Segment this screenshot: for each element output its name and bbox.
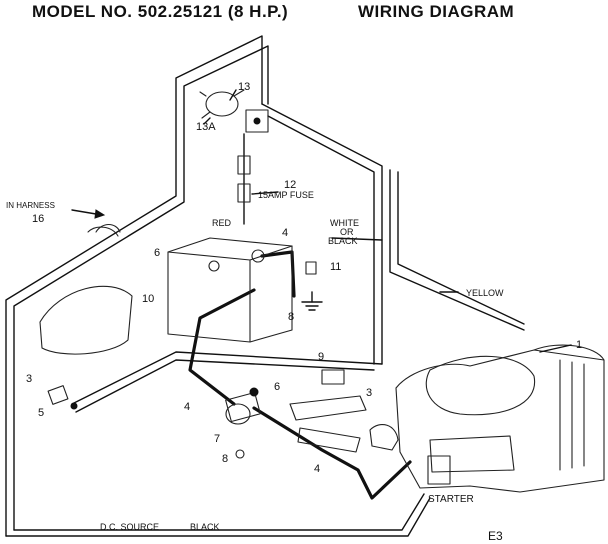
- harness-mid-inner: [75, 359, 375, 413]
- harness-number: 16: [32, 213, 44, 225]
- part-4-bottom-label: 4: [314, 463, 320, 475]
- key-switch: [199, 89, 269, 133]
- harness-wires: [5, 35, 525, 537]
- engine: [395, 344, 605, 493]
- battery: [167, 237, 293, 343]
- part-11-label: 11: [330, 261, 341, 273]
- part-5-label: 5: [38, 407, 44, 419]
- fuse-label: 15AMP FUSE: [258, 190, 314, 200]
- white-label: WHITE: [330, 218, 359, 228]
- part-13a-label: 13A: [196, 121, 216, 133]
- fuse-holder: [237, 133, 251, 225]
- or-label: OR: [340, 227, 354, 237]
- part-3-right-label: 3: [366, 387, 372, 399]
- part-13-label: 13: [238, 81, 250, 93]
- part-1-label: 1: [576, 339, 582, 351]
- harness-bottom-inner: [13, 493, 425, 531]
- harness-inner-left: [13, 45, 269, 531]
- part-6-mid-label: 6: [274, 381, 280, 393]
- seat-sketch: [39, 226, 133, 355]
- part-7-label: 7: [214, 433, 220, 445]
- yellow-wire-label: YELLOW: [466, 288, 504, 298]
- harness-outer-left: [5, 35, 263, 537]
- dc-source-label: D.C. SOURCE: [100, 522, 159, 532]
- seat-switch: [47, 385, 78, 410]
- starter-label: STARTER: [428, 494, 474, 505]
- part-4-top-label: 4: [282, 227, 288, 239]
- yellow-wire-inner: [397, 171, 525, 325]
- bracket-parts: [289, 369, 399, 453]
- white-black-wire-outer: [261, 103, 383, 365]
- harness-arrow: [71, 209, 121, 233]
- part-8-top-label: 8: [288, 311, 294, 323]
- white-black-wire-inner: [267, 115, 375, 365]
- part-6-left-label: 6: [154, 247, 160, 259]
- harness-label: IN HARNESS: [6, 201, 55, 210]
- page-code: E3: [488, 529, 503, 543]
- part-4-mid-label: 4: [184, 401, 190, 413]
- battery-to-solenoid-cable: [188, 288, 256, 406]
- part-9-label: 9: [318, 351, 324, 363]
- model-number-title: MODEL NO. 502.25121 (8 H.P.): [32, 2, 289, 21]
- starter: [427, 455, 451, 485]
- yellow-wire-outer: [389, 169, 525, 331]
- black-source-label: BLACK: [190, 522, 220, 532]
- ground-symbol: [301, 261, 323, 311]
- solenoid-to-starter-cable: [252, 406, 412, 500]
- part-10-label: 10: [142, 293, 154, 305]
- black-wire-label: BLACK: [328, 236, 358, 246]
- harness-bottom-outer: [5, 497, 431, 537]
- diagram-title: WIRING DIAGRAM: [358, 2, 515, 21]
- leader-lines: [203, 89, 572, 353]
- part-3-left-label: 3: [26, 373, 32, 385]
- red-wire-label: RED: [212, 218, 232, 228]
- fuse-number-label: 12: [284, 179, 296, 191]
- solenoid: [225, 387, 261, 459]
- harness-mid-outer: [71, 351, 383, 405]
- part-8-bottom-label: 8: [222, 453, 228, 465]
- ground-cable: [260, 250, 296, 298]
